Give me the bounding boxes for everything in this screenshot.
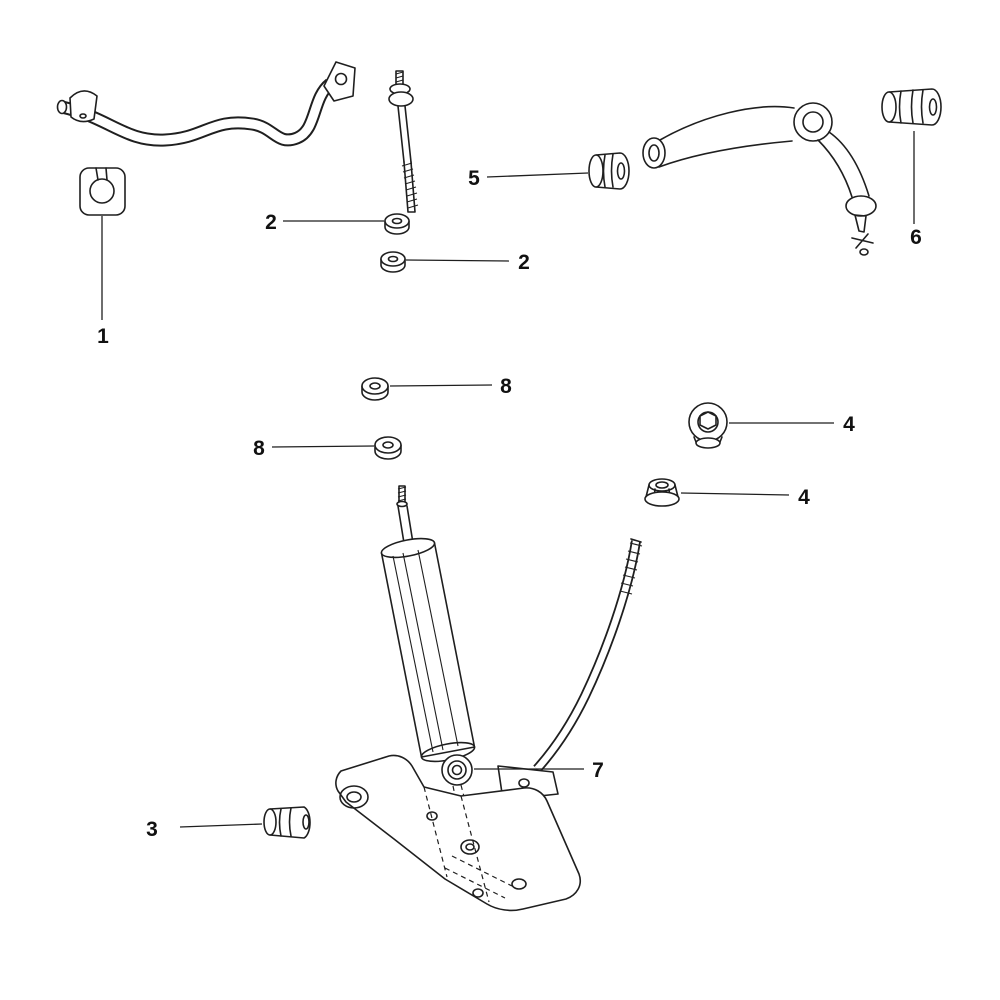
flange-nut [644, 478, 680, 507]
callout-2-label-b: 2 [518, 251, 530, 274]
callout-4-label-a: 4 [843, 413, 855, 436]
shock-lower-eye [441, 754, 473, 786]
stabilizer-bar [56, 61, 356, 147]
callout-5-label: 5 [468, 167, 480, 190]
shock-lower-bushing [447, 760, 475, 839]
control-arm-bushing-front [588, 152, 630, 190]
shock-cushion-washer-lower [374, 436, 402, 460]
callout-4-label-b: 4 [798, 486, 810, 509]
stabilizer-bar-bracket [323, 61, 356, 102]
control-arm-bushing-rear [881, 88, 942, 126]
callout-8-label-a: 8 [500, 375, 512, 398]
upper-control-arm [642, 102, 877, 256]
cap-nut [688, 402, 728, 449]
link-cushion-washer-lower [380, 251, 406, 273]
lower-control-arm [335, 754, 582, 912]
callout-7-label: 7 [592, 759, 604, 782]
callout-1-label: 1 [97, 325, 109, 348]
leader-lines [101, 131, 915, 828]
lower-arm-bushing [263, 806, 311, 839]
callout-8-label-b: 8 [253, 437, 265, 460]
shock-absorber [380, 485, 476, 786]
callout-labels: 1 2 2 3 4 4 5 6 7 8 8 [97, 167, 922, 841]
stabilizer-bar-bushing [79, 167, 126, 216]
callout-3-label: 3 [146, 818, 158, 841]
shock-cushion-washer-upper [361, 377, 389, 401]
callout-2-label-a: 2 [265, 211, 277, 234]
stabilizer-link [388, 70, 419, 213]
link-cushion-washer-upper [384, 213, 410, 235]
stabilizer-bar-clamp [69, 90, 98, 123]
callout-6-label: 6 [910, 226, 922, 249]
ball-joint-housing [845, 195, 877, 217]
